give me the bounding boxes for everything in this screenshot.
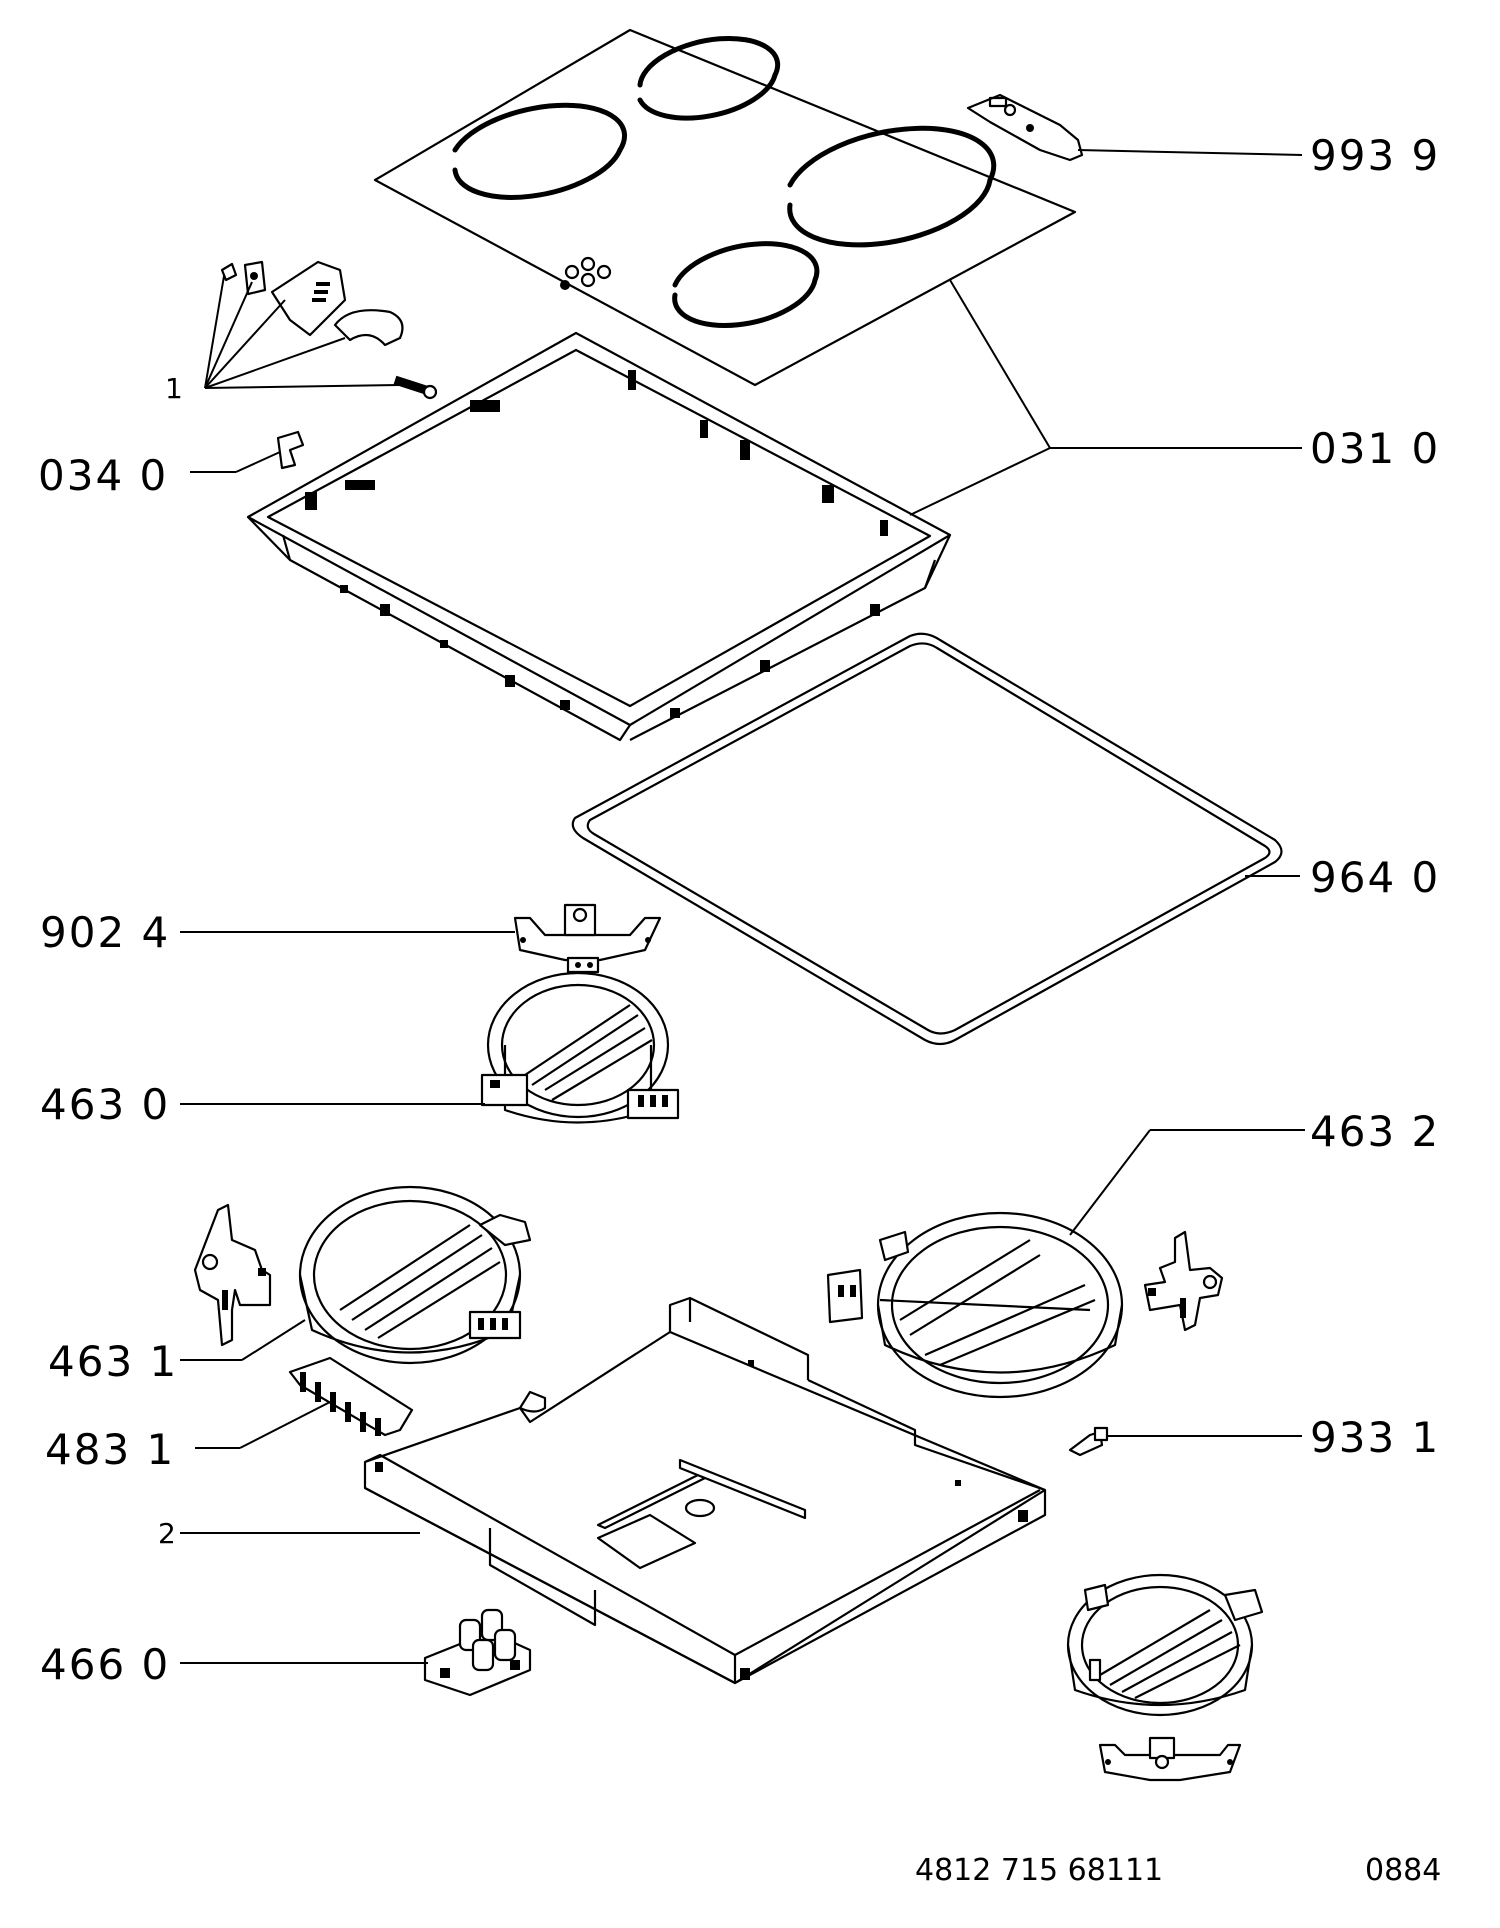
leader-lines <box>180 149 1305 1664</box>
label-1-fixings: 1 <box>165 372 183 405</box>
part-466-0-connector-block <box>423 1608 532 1697</box>
label-964-0: 964 0 <box>1310 853 1440 902</box>
bottom-tray <box>363 1296 1047 1685</box>
diagram-footer: 4812 715 68111 0884 <box>915 1853 1441 1888</box>
label-993-9: 993 9 <box>1310 131 1440 180</box>
hotplate-element-463-1 <box>298 1185 532 1365</box>
side-bracket-right <box>1143 1230 1224 1332</box>
hotplate-element-463-2 <box>826 1211 1124 1399</box>
label-483-1: 483 1 <box>45 1425 175 1474</box>
label-466-0: 466 0 <box>40 1640 170 1689</box>
callout-labels: 993 9 031 0 034 0 1 964 0 902 4 463 0 46… <box>38 131 1440 1689</box>
glass-ceramic-top <box>373 28 1077 387</box>
label-933-1: 933 1 <box>1310 1413 1440 1462</box>
side-bracket-left <box>193 1203 272 1347</box>
label-031-0: 031 0 <box>1310 424 1440 473</box>
bracket-lower-right <box>1098 1736 1242 1782</box>
hotplate-element-463-0 <box>480 971 680 1124</box>
label-2-tray: 2 <box>158 1517 176 1550</box>
label-463-1: 463 1 <box>48 1337 178 1386</box>
frame-gasket-seal <box>571 632 1283 1046</box>
part-993-9-bracket <box>966 93 1084 162</box>
part-902-4-bracket <box>513 903 662 974</box>
cooktop-frame <box>246 331 952 742</box>
label-463-2: 463 2 <box>1310 1107 1440 1156</box>
part-034-0-clip <box>276 430 305 470</box>
label-034-0: 034 0 <box>38 451 168 500</box>
part-483-1-terminal-block <box>288 1356 414 1437</box>
hotplate-element-lower-right <box>1066 1573 1264 1717</box>
revision-code: 0884 <box>1365 1853 1441 1888</box>
label-902-4: 902 4 <box>40 908 170 957</box>
drawing-number: 4812 715 68111 <box>915 1853 1163 1888</box>
part-933-1-clip <box>1068 1426 1109 1457</box>
small-fixings-group <box>220 260 438 400</box>
label-463-0: 463 0 <box>40 1080 170 1129</box>
